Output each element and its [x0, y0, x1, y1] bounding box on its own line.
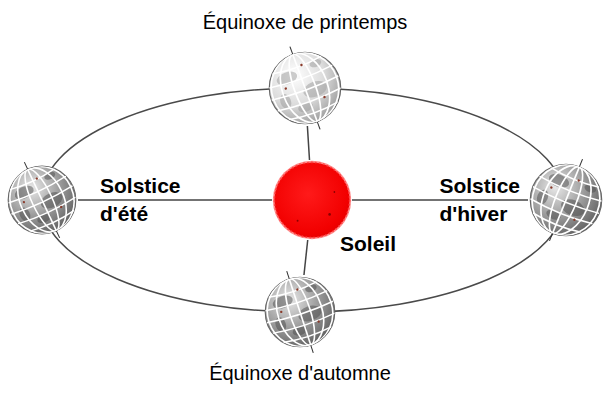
season-label: Solstice d'été [100, 172, 181, 228]
orbit-radius-line [304, 240, 308, 275]
earth-globe [6, 164, 78, 236]
earth-globe [263, 275, 337, 349]
sun-label: Soleil [340, 232, 396, 256]
orbit-radius-line [307, 126, 309, 160]
earth-node: Solstice d'été [6, 164, 78, 236]
earth-globe [267, 50, 343, 126]
earth-node: Équinoxe d'automne [263, 275, 337, 349]
orbit-radius-line [78, 199, 272, 201]
earth-node: Équinoxe de printemps [267, 50, 343, 126]
earth-node: Solstice d'hiver [528, 162, 604, 238]
orbit-radius-line [352, 199, 528, 201]
earth-globe [528, 162, 604, 238]
season-label: Équinoxe de printemps [203, 10, 408, 34]
season-label: Solstice d'hiver [439, 172, 520, 228]
season-label: Équinoxe d'automne [209, 361, 391, 385]
sun-disc [272, 160, 352, 240]
sun-node: Soleil [272, 160, 352, 240]
